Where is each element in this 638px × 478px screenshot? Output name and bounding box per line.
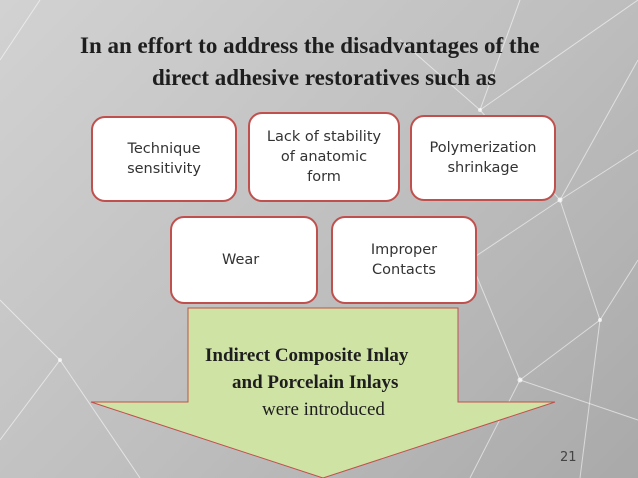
arrow-text-line-3: were introduced	[262, 399, 385, 420]
arrow-text: Indirect Composite Inlay and Porcelain I…	[205, 342, 455, 423]
page-number: 21	[560, 450, 577, 465]
arrow-text-line-2: and Porcelain Inlays	[232, 372, 399, 393]
box-label: Lack of stability of anatomic form	[266, 129, 382, 185]
box-technique-sensitivity: Technique sensitivity	[91, 116, 237, 202]
box-lack-of-stability: Lack of stability of anatomic form	[248, 112, 400, 202]
box-improper-contacts: Improper Contacts	[331, 216, 477, 304]
box-label: Wear	[222, 252, 260, 268]
box-wear: Wear	[170, 216, 318, 304]
title-line-2: direct adhesive restoratives such as	[152, 65, 497, 90]
box-label: Improper Contacts	[370, 242, 438, 278]
box-label: Polymerization shrinkage	[429, 140, 537, 176]
arrow-text-line-1: Indirect Composite Inlay	[205, 345, 409, 366]
box-polymerization-shrinkage: Polymerization shrinkage	[410, 115, 556, 201]
slide-title: In an effort to address the disadvantage…	[80, 30, 600, 94]
title-line-1: In an effort to address the disadvantage…	[80, 33, 540, 58]
box-label: Technique sensitivity	[127, 141, 201, 177]
